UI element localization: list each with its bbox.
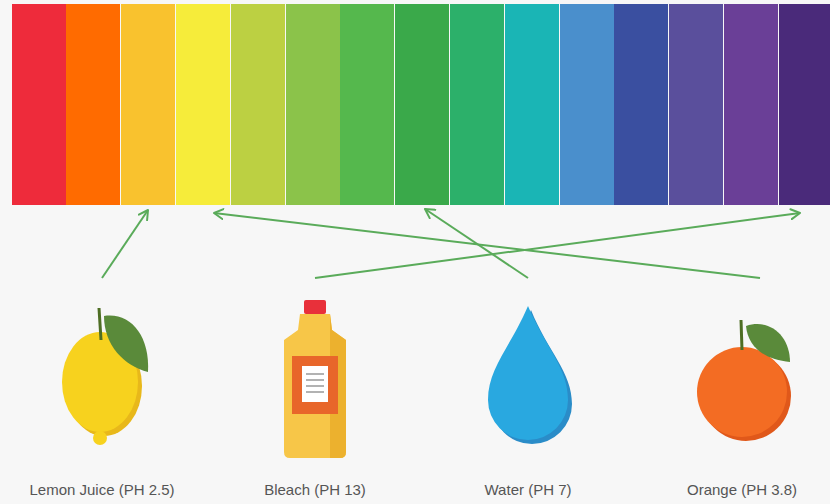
orange-icon [697, 320, 791, 441]
bleach-item: Bleach (PH 13) [262, 479, 368, 501]
water-item: Water (PH 7) [483, 479, 574, 501]
item-label: Water (PH 7) [483, 479, 574, 501]
lemon-icon [62, 308, 148, 445]
item-label: Bleach (PH 13) [262, 479, 368, 501]
ph-scale-bar [12, 4, 830, 205]
pointer-arrows [102, 209, 800, 278]
orange-item: Orange (PH 3.8) [685, 479, 800, 501]
item-label: Orange (PH 3.8) [685, 479, 800, 501]
bleach-bottle-icon [284, 300, 346, 458]
item-label: Lemon Juice (PH 2.5) [27, 479, 177, 501]
lemon-item: Lemon Juice (PH 2.5) [27, 479, 177, 501]
water-drop-icon [488, 306, 572, 444]
